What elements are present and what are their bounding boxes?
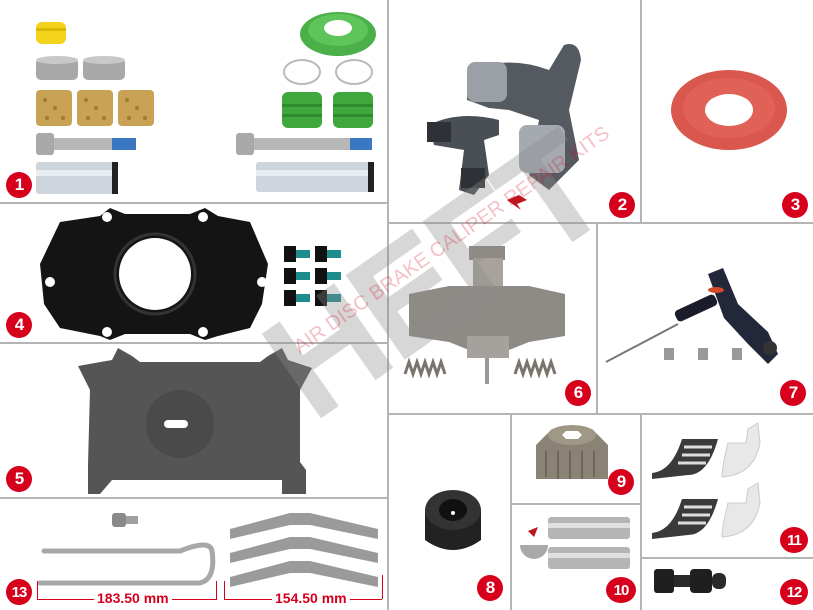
dimension-tick [216,581,217,599]
grid-divider [0,202,387,204]
grid-divider [387,0,389,610]
needle-bearing-illustration [652,422,761,539]
adjuster-bolt-illustration [654,569,726,593]
item-number-badge: 11 [780,527,808,553]
sealing-plate-illustration [671,70,787,150]
grid-divider [640,557,813,559]
grid-divider [0,497,387,499]
cell-item-6[interactable]: 6 [389,224,596,413]
dimension-tick [224,581,225,599]
cell-item-4[interactable]: 4 [0,204,387,342]
grid-divider [387,413,813,415]
grid-divider [0,342,387,344]
pins-illustration [520,517,630,569]
cell-item-8[interactable]: 8 [389,415,510,610]
grid-divider [387,222,813,224]
dimension-tick [37,581,38,599]
grid-divider [510,503,640,505]
item-number-badge: 2 [609,192,635,218]
item-number-badge: 6 [565,380,591,406]
grid-divider [596,222,598,413]
item-number-badge: 12 [780,579,808,605]
cell-item-2[interactable]: 2 [389,0,640,222]
grid-divider [640,0,642,222]
cell-item-5[interactable]: 5 [0,344,387,497]
dimension-tick [382,575,383,599]
clip-length-label: 154.50 mm [272,590,350,606]
grid-divider [510,413,512,610]
grid-divider [640,413,642,610]
retainer-plate-illustration [78,348,312,494]
item-number-badge: 4 [6,312,32,338]
bar-length-label: 183.50 mm [94,590,172,606]
cover-plate-illustration [40,208,341,340]
cell-item-11[interactable]: 11 [642,415,813,557]
item-number-badge: 3 [782,192,808,218]
brake-lever-illustration [427,44,581,210]
item-number-badge: 1 [6,172,32,198]
wear-sensor-illustration [605,268,778,364]
cell-item-10[interactable]: 10 [512,505,640,610]
guide-pin-kit-illustration [36,12,376,194]
item-number-badge: 7 [780,380,806,406]
cell-item-13[interactable]: 183.50 mm 154.50 mm 13 [0,499,387,610]
item-number-badge: 8 [477,575,503,601]
cell-item-12[interactable]: 12 [642,559,813,610]
spring-kit-illustration [37,513,378,587]
cell-item-1[interactable]: 1 [0,0,387,202]
item-number-badge: 10 [606,577,636,603]
gear-illustration [536,425,608,479]
item-number-badge: 9 [608,469,634,495]
item-number-badge: 13 [6,579,32,605]
cell-item-7[interactable]: 7 [598,224,813,413]
item-number-badge: 5 [6,466,32,492]
cell-item-9[interactable]: 9 [512,415,640,503]
adjuster-mechanism-illustration [403,246,565,384]
cell-item-3[interactable]: 3 [642,0,813,222]
rubber-cap-illustration [425,490,481,550]
